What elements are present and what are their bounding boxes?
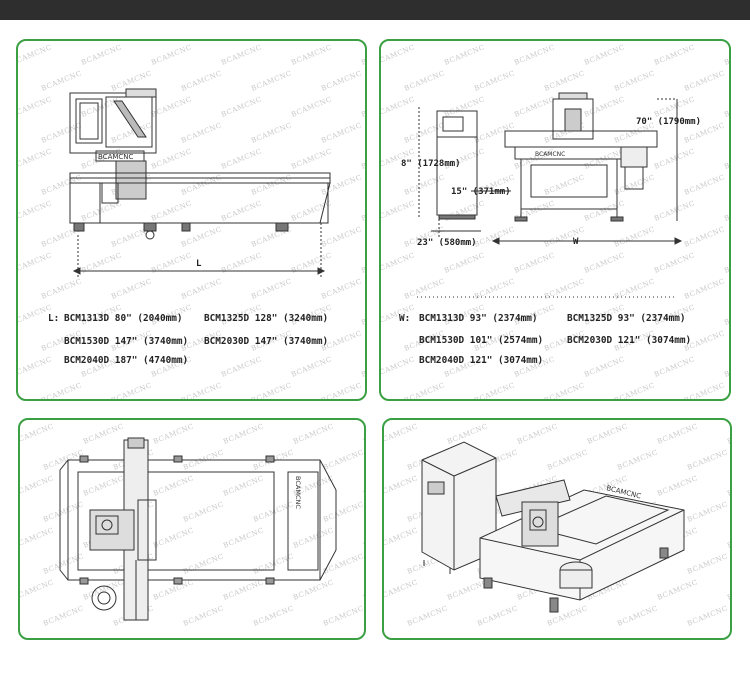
spec-prefix-l: L: <box>48 313 60 324</box>
spec-bcm1325d: BCM1325D 128" (3240mm) <box>204 313 329 324</box>
dim-cabinet: 23" (580mm) <box>417 238 477 248</box>
side-view-drawing: BCAMCNC <box>69 88 331 277</box>
spec-w-bcm2030d: BCM2030D 121" (3074mm) <box>567 335 692 346</box>
svg-text:BCAMCNC: BCAMCNC <box>535 151 565 158</box>
front-view-drawing: BCAMCNC <box>417 92 683 298</box>
spec-w-bcm1530d: BCM1530D 101" (2574mm) <box>419 335 544 346</box>
spec-w-bcm1313d: BCM1313D 93" (2374mm) <box>419 313 538 324</box>
spec-bcm2040d: BCM2040D 187" (4740mm) <box>64 355 189 366</box>
dim-label-w: W <box>573 237 579 247</box>
svg-text:BCAMCNC: BCAMCNC <box>294 476 302 509</box>
dim-height-left: 8" (1728mm) <box>401 159 461 169</box>
top-view-drawing: BCAMCNC <box>59 437 337 621</box>
spec-prefix-w: W: <box>399 313 411 324</box>
spec-bcm1530d: BCM1530D 147" (3740mm) <box>64 336 189 347</box>
svg-text:BCAMCNC: BCAMCNC <box>98 153 134 161</box>
isometric-view-drawing: BCAMCNC <box>421 441 685 613</box>
dim-label-l: L <box>196 259 202 269</box>
dim-inner: 15" (371mm) <box>451 187 511 197</box>
spec-bcm2030d: BCM2030D 147" (3740mm) <box>204 336 329 347</box>
spec-bcm1313d: BCM1313D 80" (2040mm) <box>64 313 183 324</box>
spec-w-bcm2040d: BCM2040D 121" (3074mm) <box>419 355 544 366</box>
top-banner <box>0 0 750 20</box>
spec-w-bcm1325d: BCM1325D 93" (2374mm) <box>567 313 686 324</box>
dim-height-right: 70" (1790mm) <box>636 117 702 127</box>
